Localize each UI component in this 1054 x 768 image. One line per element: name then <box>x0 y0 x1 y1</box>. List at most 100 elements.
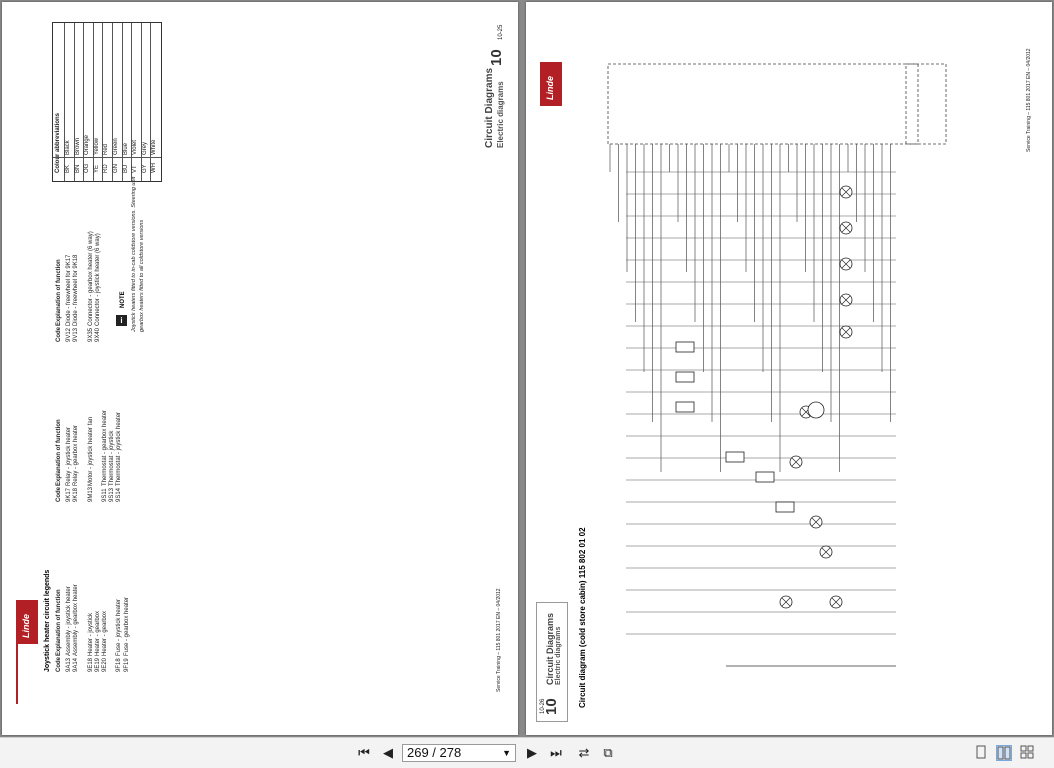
connector-frame <box>607 63 919 145</box>
legend-explanation: Diode - freewheel for 9K18 <box>73 254 80 326</box>
legend-col-header-code: Code <box>56 657 62 672</box>
legend-code: 9S13 <box>109 487 116 502</box>
colour-table-heading: Colour abbreviations <box>55 112 61 173</box>
relay-symbol <box>675 341 695 353</box>
legend-heading: Joystick heater circuit legends <box>44 569 51 672</box>
colour-table-divider <box>140 23 142 181</box>
two-page-icon[interactable] <box>996 745 1012 761</box>
left-tab-number: 10 <box>488 49 505 66</box>
legend-code: 9F18 <box>116 658 123 672</box>
legend-code: 9S11 <box>102 488 108 502</box>
colour-table-divider <box>92 23 94 181</box>
legend-col-header-explanation: Explanation of function <box>56 259 62 326</box>
go-back-icon[interactable]: ⇄ <box>578 745 590 760</box>
legend-explanation: Fuse - gearbox heater <box>123 596 130 656</box>
two-page-continuous-icon[interactable] <box>1020 745 1036 761</box>
left-section-title: Circuit Diagrams <box>484 67 495 148</box>
legend-code: 9K18 <box>73 487 80 502</box>
legend-explanation: Heater - joystick <box>87 612 94 656</box>
colour-table-divider <box>73 23 75 181</box>
motor-symbol <box>807 401 825 419</box>
legend-code: 9A13 <box>66 657 72 672</box>
lamp-cross <box>841 223 851 233</box>
colour-name: Violet <box>132 140 139 155</box>
colour-table-divider <box>64 23 65 181</box>
legend-explanation: Thermostat - gearbox heater <box>102 409 108 486</box>
circuit-diagram <box>607 63 947 667</box>
colour-name: Yellow <box>93 137 100 155</box>
left-section-subtitle: Electric diagrams <box>496 81 505 148</box>
lamp-cross <box>781 597 791 607</box>
legend-explanation: Relay - joystick heater <box>66 426 72 486</box>
legend-code: 9S14 <box>116 487 123 502</box>
go-forward-icon[interactable]: ⧉ <box>603 745 613 760</box>
left-header-band: 10 Circuit Diagrams Electric diagrams <box>484 20 508 148</box>
legend-explanation: Diode - freewheel for 9K17 <box>66 254 72 326</box>
colour-code: BN <box>74 164 81 173</box>
note-label: NOTE <box>120 291 126 308</box>
lamp-cross <box>841 327 851 337</box>
legend-code: 9V12 <box>66 327 72 342</box>
colour-table-divider <box>102 23 104 181</box>
legend-col-header-code: Code <box>56 327 62 342</box>
info-icon: i <box>116 315 127 326</box>
single-page-icon[interactable] <box>974 745 990 761</box>
legend-explanation: Connector - gearbox heater (6 way) <box>87 231 94 326</box>
first-page-icon[interactable]: ⏮ <box>358 745 370 760</box>
colour-table-divider <box>121 23 123 181</box>
colour-name: White <box>151 139 158 155</box>
right-logo: Linde <box>540 62 562 106</box>
legend-code: 9V13 <box>73 327 80 342</box>
connector-frame-right <box>905 63 947 145</box>
colour-code: YE <box>93 164 100 173</box>
colour-table-divider <box>112 23 113 181</box>
page-number-select[interactable]: 269 / 278▼ <box>402 744 516 762</box>
legend-code: 9F19 <box>123 658 130 672</box>
colour-code: OG <box>84 163 91 173</box>
legend-explanation: Connector - joystick heater (6 way) <box>94 233 101 326</box>
next-page-icon[interactable]: ▶ <box>527 745 537 760</box>
lamp-cross <box>831 597 841 607</box>
lamp-cross <box>841 295 851 305</box>
colour-table-col-divider <box>53 157 161 158</box>
legend-explanation: Heater - gearbox <box>102 610 108 656</box>
left-page-ref: 10-25 <box>498 24 504 40</box>
legend-code: 9X40 <box>94 327 101 342</box>
colour-table-divider <box>150 23 152 181</box>
lamp-cross <box>811 517 821 527</box>
legend-col-header-explanation: Explanation of function <box>56 589 62 656</box>
colour-name: Green <box>113 138 119 155</box>
legend-explanation: Assembly - joystick heater <box>66 586 72 656</box>
legend-col-header-explanation: Explanation of function <box>56 419 62 486</box>
lamp-cross <box>841 187 851 197</box>
right-header-block: 10 Circuit Diagrams Electric diagrams <box>536 602 568 722</box>
colour-code: WH <box>151 163 158 173</box>
legend-col-header-code: Code <box>56 487 62 502</box>
left-brand-line <box>16 644 18 704</box>
relay-symbol <box>725 451 745 463</box>
legend-code: 9X35 <box>87 327 94 342</box>
colour-name: Brown <box>74 137 81 155</box>
colour-name: Black <box>65 140 71 155</box>
relay-symbol <box>755 471 775 483</box>
note-text: Joystick heaters fitted to in-cab coldst… <box>131 176 145 332</box>
lamp-cross <box>791 457 801 467</box>
legend-explanation: Fuse - joystick heater <box>116 598 123 656</box>
page-toolbar: ⏮ ◀ 269 / 278▼ ▶ ⏭ ⇄ ⧉ <box>0 737 1054 768</box>
colour-name: Grey <box>141 141 148 155</box>
legend-explanation: Thermostat - joystick heater <box>116 411 123 486</box>
colour-code: BU <box>122 164 129 173</box>
left-footer: Service Training – 115 801 2017 EN – 04/… <box>496 588 502 692</box>
legend-code: 9K17 <box>66 487 72 502</box>
legend-explanation: Thermostat - joystick <box>109 430 116 486</box>
document-viewport[interactable]: 10 Circuit Diagrams Electric diagrams 10… <box>0 0 1054 737</box>
lamp-cross <box>841 259 851 269</box>
legend-code: 9E18 <box>87 657 94 672</box>
relay-symbol <box>675 371 695 383</box>
left-page: 10 Circuit Diagrams Electric diagrams 10… <box>2 2 518 735</box>
prev-page-icon[interactable]: ◀ <box>383 745 393 760</box>
colour-code: BK <box>65 164 71 173</box>
legend-explanation: Motor - joystick heater fan <box>87 416 94 486</box>
last-page-icon[interactable]: ⏭ <box>550 745 562 760</box>
